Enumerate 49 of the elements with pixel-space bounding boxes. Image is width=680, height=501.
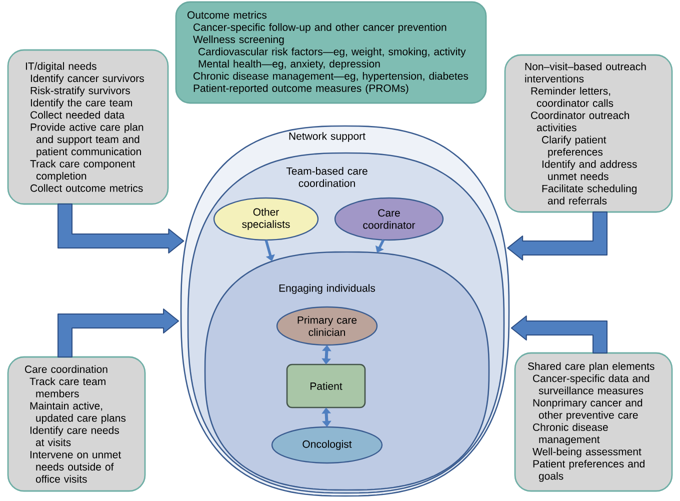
info-box	[504, 54, 673, 213]
oval-node: Oncologist	[271, 426, 383, 464]
region-label: Team-based care coordination	[286, 167, 368, 187]
list-item: Maintain active, updated care plans	[30, 402, 126, 424]
info-box	[7, 49, 169, 205]
oval-node: Other specialists	[213, 197, 319, 241]
list-item: Chronic disease management	[533, 423, 608, 446]
box-heading: IT/digital needs	[26, 62, 96, 72]
rounded-box: Patient	[286, 364, 366, 408]
list-item: Facilitate scheduling and referrals	[542, 184, 637, 204]
block-arrow	[58, 308, 180, 358]
info-box	[7, 356, 146, 492]
list-item: Nonprimary cancer and other preventive care	[533, 398, 642, 421]
info-box	[175, 1, 487, 104]
region-label: Engaging individuals	[279, 284, 376, 294]
oval-node: Care coordinator	[334, 197, 444, 241]
box-heading: Non–visit–based outreach interventions	[525, 62, 646, 82]
list-item: Reminder letters, coordinator calls	[531, 86, 614, 107]
list-item: Collect outcome metrics	[30, 184, 143, 192]
list-item: Mental health—eg, anxiety, depression	[198, 60, 380, 70]
list-item: Identify care needs at visits	[30, 426, 119, 446]
list-item: Identify and address unmet needs	[542, 160, 637, 180]
list-item: Track care team members	[30, 377, 106, 398]
box-heading: Shared care plan elements	[528, 362, 654, 372]
list-item: Cancer-specific data and surveillance measures	[533, 374, 650, 394]
list-item: Patient-reported outcome measures (PROMs)	[194, 84, 408, 94]
block-arrow	[507, 212, 608, 260]
region-label: Network support	[289, 132, 366, 142]
list-item: Identify the care team	[30, 98, 132, 109]
list-item: Coordinator outreach activities	[531, 111, 630, 132]
list-item: Chronic disease management—eg, hypertension, diabetes	[194, 72, 468, 82]
list-item: Well-being assessment	[532, 448, 642, 458]
list-item: Cardiovascular risk factors—eg, weight, smoking, activity	[198, 48, 466, 58]
list-item: Cancer-specific follow-up and other cancer prevention	[194, 23, 446, 33]
list-item: Wellness screening	[193, 35, 284, 46]
info-box	[514, 352, 673, 492]
list-item: Clarify patient preferences	[542, 136, 606, 158]
block-arrow	[510, 316, 608, 354]
box-heading: Care coordination	[25, 365, 108, 373]
list-item: Collect needed data	[30, 110, 125, 119]
box-heading: Outcome metrics	[188, 11, 267, 19]
block-arrow	[58, 204, 184, 254]
list-item: Risk-stratify survivors	[30, 86, 130, 96]
list-item: Identify cancer survivors	[30, 74, 144, 84]
list-item: Patient preferences and goals	[533, 460, 644, 482]
list-item: Intervene on unmet needs outside of office visits	[30, 451, 122, 483]
list-item: Provide active care plan and support team and patient communication	[30, 123, 144, 158]
oval-node: Primary care clinician	[276, 306, 378, 346]
list-item: Track care component completion	[30, 160, 136, 182]
